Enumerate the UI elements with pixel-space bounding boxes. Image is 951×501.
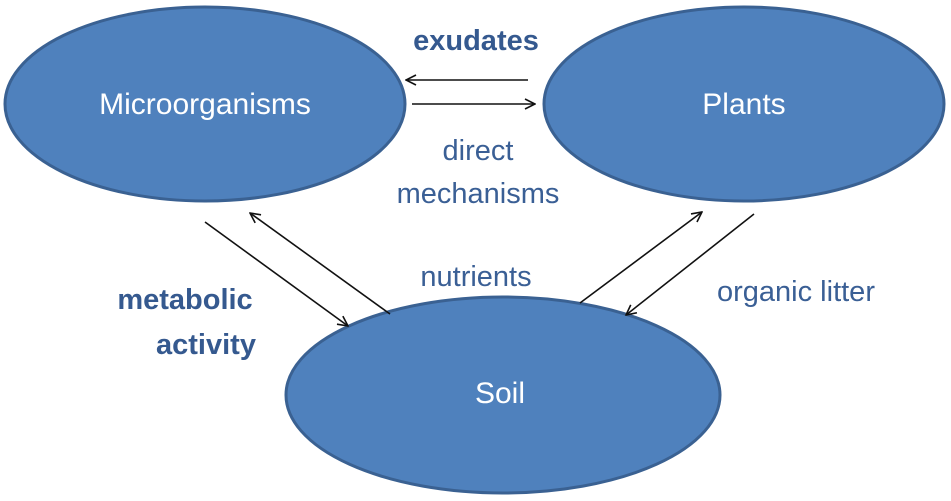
arrow-soil-to-plants bbox=[579, 212, 702, 304]
microorganisms-label: Microorganisms bbox=[99, 88, 311, 121]
plants-label: Plants bbox=[702, 88, 785, 121]
plants-ellipse bbox=[542, 5, 946, 203]
label-direct-mechanisms-line1: direct bbox=[443, 135, 514, 167]
microorganisms-ellipse bbox=[3, 5, 407, 203]
soil-label: Soil bbox=[475, 377, 525, 410]
node-soil: Soil bbox=[284, 295, 722, 495]
label-metabolic-activity-line2: activity bbox=[156, 329, 256, 361]
label-direct-mechanisms-line2: mechanisms bbox=[397, 178, 560, 210]
arrow-soil-to-microorganisms bbox=[250, 213, 391, 315]
arrow-microorganisms-to-soil bbox=[204, 221, 348, 326]
node-plants: Plants bbox=[542, 5, 946, 203]
label-exudates: exudates bbox=[413, 25, 539, 57]
label-organic-litter: organic litter bbox=[717, 276, 875, 308]
label-metabolic-activity-line1: metabolic bbox=[117, 284, 252, 316]
node-microorganisms: Microorganisms bbox=[3, 5, 407, 203]
soil-ellipse bbox=[284, 295, 722, 495]
arrow-plants-to-soil bbox=[626, 213, 755, 315]
label-nutrients: nutrients bbox=[420, 261, 531, 293]
